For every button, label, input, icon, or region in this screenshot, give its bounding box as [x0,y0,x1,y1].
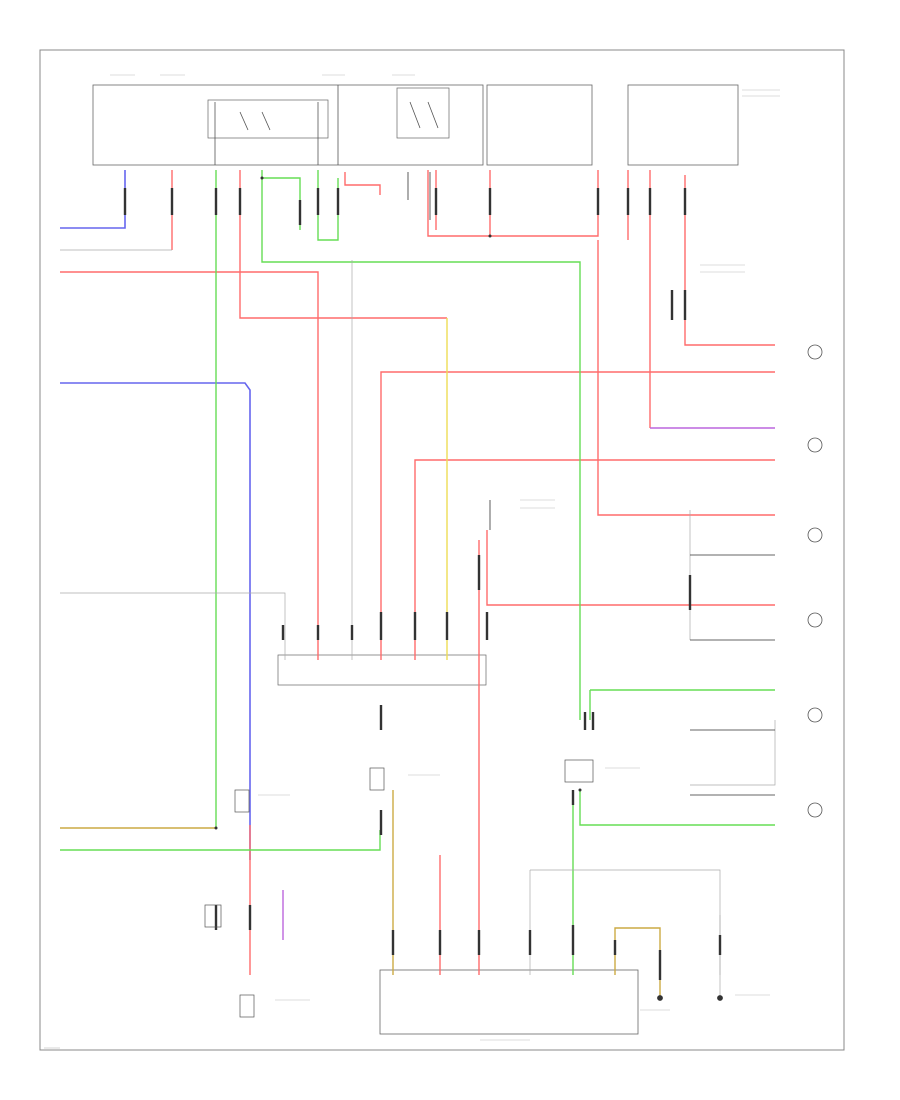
label-marks [44,74,780,1049]
junction-block-box [486,84,593,166]
wire-tan [60,790,661,1000]
relay-box-left [207,99,329,139]
wire-gray [60,249,776,1000]
diagram-border [39,49,845,1051]
splice-dot [214,176,582,830]
wire-green [60,170,775,975]
wire-red [60,170,775,975]
connector-stub [123,188,722,980]
junction-block-box-right [627,84,739,166]
wire-black [407,172,775,796]
wire-blue [60,170,251,860]
wire-violet [282,427,775,940]
ground-icon [657,995,723,1001]
combination-meter-box [379,969,639,1035]
lamp-icon [807,344,823,818]
relay-switch-icon [214,85,439,165]
fuse-relay-box [92,84,484,166]
relay-box-right [396,87,450,139]
junction-connector-bar [277,654,487,686]
junction-connector-box [204,759,594,1018]
